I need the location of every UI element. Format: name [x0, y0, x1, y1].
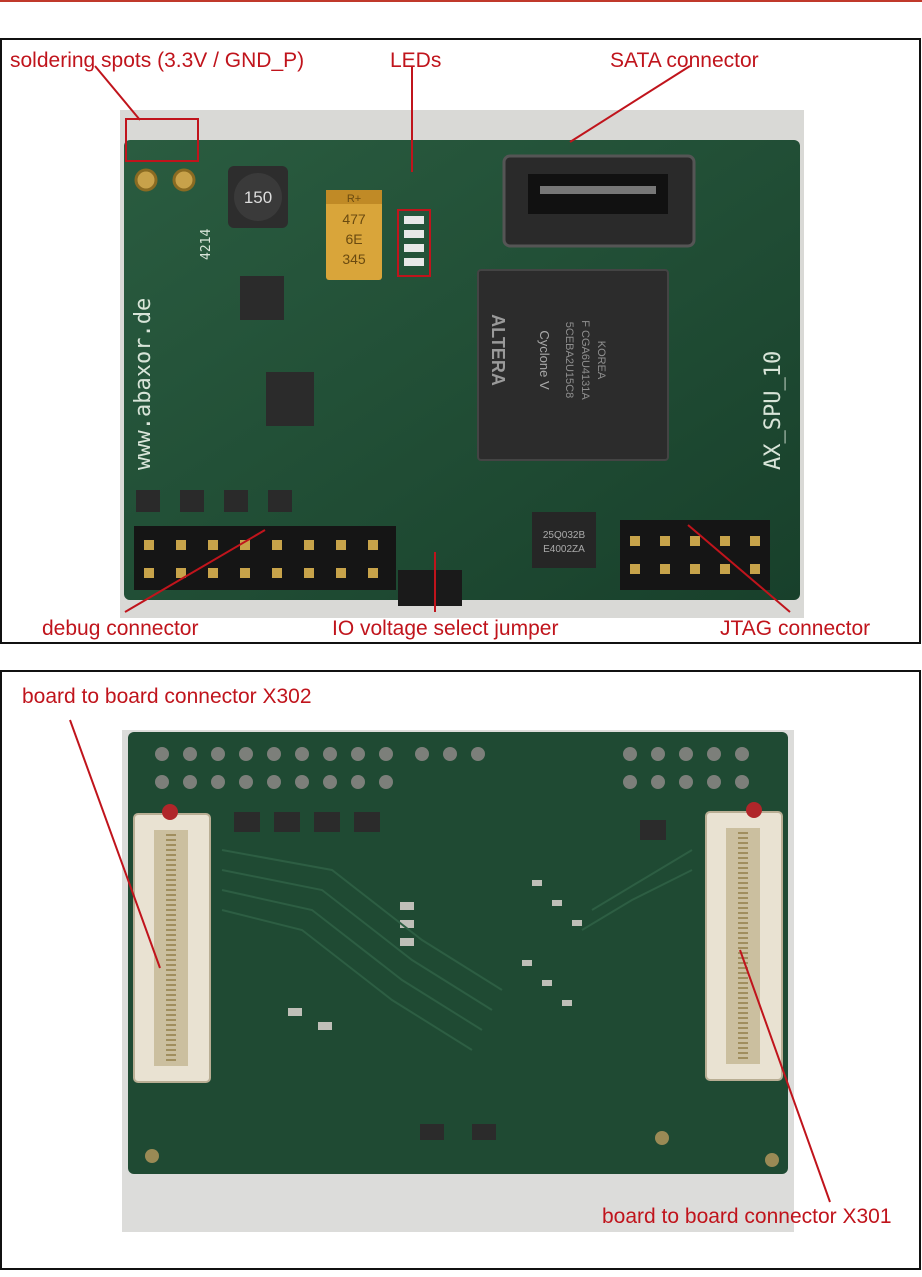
svg-text:345: 345 — [342, 251, 366, 267]
flash-chip — [532, 512, 596, 568]
solder-pad-3v3 — [134, 168, 158, 192]
label-debug-connector: debug connector — [42, 617, 199, 640]
label-leds: LEDs — [390, 49, 442, 72]
svg-text:5CEBA2U15C8: 5CEBA2U15C8 — [563, 322, 575, 398]
svg-text:25Q032B: 25Q032B — [543, 530, 586, 541]
svg-text:R+: R+ — [347, 193, 361, 205]
top-rule — [0, 0, 922, 2]
connector-x302 — [133, 804, 211, 1083]
fpga-chip — [477, 269, 669, 461]
svg-text:KOREA: KOREA — [595, 341, 607, 380]
website-silkscreen: www.abaxor.de — [131, 298, 156, 470]
pcb-bottom-photo — [122, 730, 794, 1232]
io-voltage-jumper — [398, 570, 462, 606]
voltage-regulator — [266, 372, 314, 426]
board-number: 4214 — [199, 229, 214, 260]
label-x301: board to board connector X301 — [602, 1205, 892, 1228]
top-view-panel: 150 R+ 477 6E 345 ALTERA Cyclone V 5CEBA… — [0, 38, 921, 644]
svg-text:6E: 6E — [345, 231, 362, 247]
label-x302: board to board connector X302 — [22, 685, 312, 708]
label-io-voltage-jumper: IO voltage select jumper — [332, 617, 559, 640]
pcb-top-photo: 150 R+ 477 6E 345 ALTERA Cyclone V 5CEBA… — [120, 110, 804, 618]
debug-header — [134, 526, 396, 590]
label-sata-connector: SATA connector — [610, 49, 759, 72]
model-silkscreen: AX_SPU_10 — [761, 351, 786, 470]
svg-text:ALTERA: ALTERA — [488, 314, 508, 386]
solder-pad-gnd — [172, 168, 196, 192]
bottom-view-panel: board to board connector X302 board to b… — [0, 670, 921, 1270]
pcb-bottom-board — [128, 732, 788, 1174]
tantalum-capacitor — [326, 190, 382, 280]
connector-x301 — [705, 802, 783, 1081]
svg-text:477: 477 — [342, 211, 366, 227]
jtag-header — [620, 520, 770, 590]
pcb-top-board — [124, 140, 800, 600]
leds-highlight — [397, 209, 431, 277]
label-soldering-spots: soldering spots (3.3V / GND_P) — [10, 49, 305, 72]
label-jtag-connector: JTAG connector — [720, 617, 871, 640]
inductor-text: 150 — [244, 188, 272, 207]
svg-text:F CGA6U4131A: F CGA6U4131A — [579, 320, 591, 400]
svg-text:Cyclone V: Cyclone V — [537, 330, 552, 390]
regulator-ic — [240, 276, 284, 320]
svg-text:E4002ZA: E4002ZA — [543, 544, 585, 555]
